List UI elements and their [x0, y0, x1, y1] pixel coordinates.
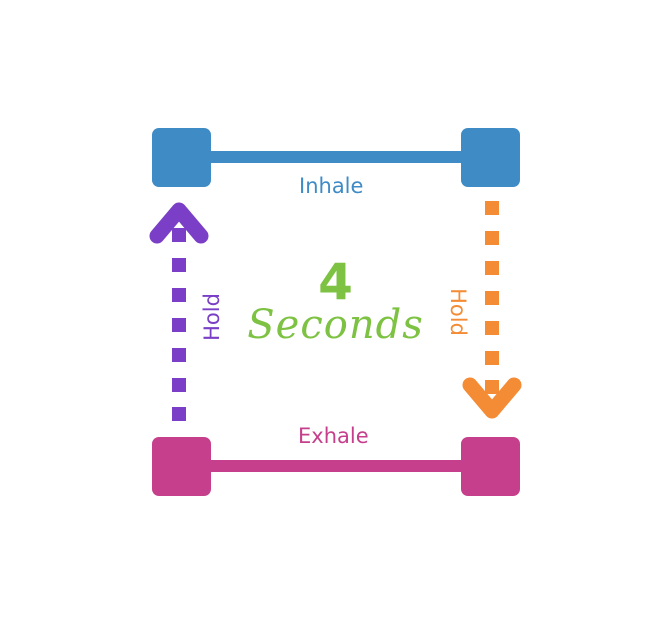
exhale-label: Exhale: [298, 424, 369, 448]
exhale-bar: [200, 460, 470, 472]
inhale-bar: [200, 151, 470, 163]
duration-number: 4: [318, 253, 353, 311]
bottom-left-corner: [152, 437, 211, 496]
duration-unit: Seconds: [247, 302, 424, 348]
bottom-right-corner: [461, 437, 520, 496]
top-right-corner: [461, 128, 520, 187]
top-left-corner: [152, 128, 211, 187]
inhale-label: Inhale: [299, 174, 364, 198]
